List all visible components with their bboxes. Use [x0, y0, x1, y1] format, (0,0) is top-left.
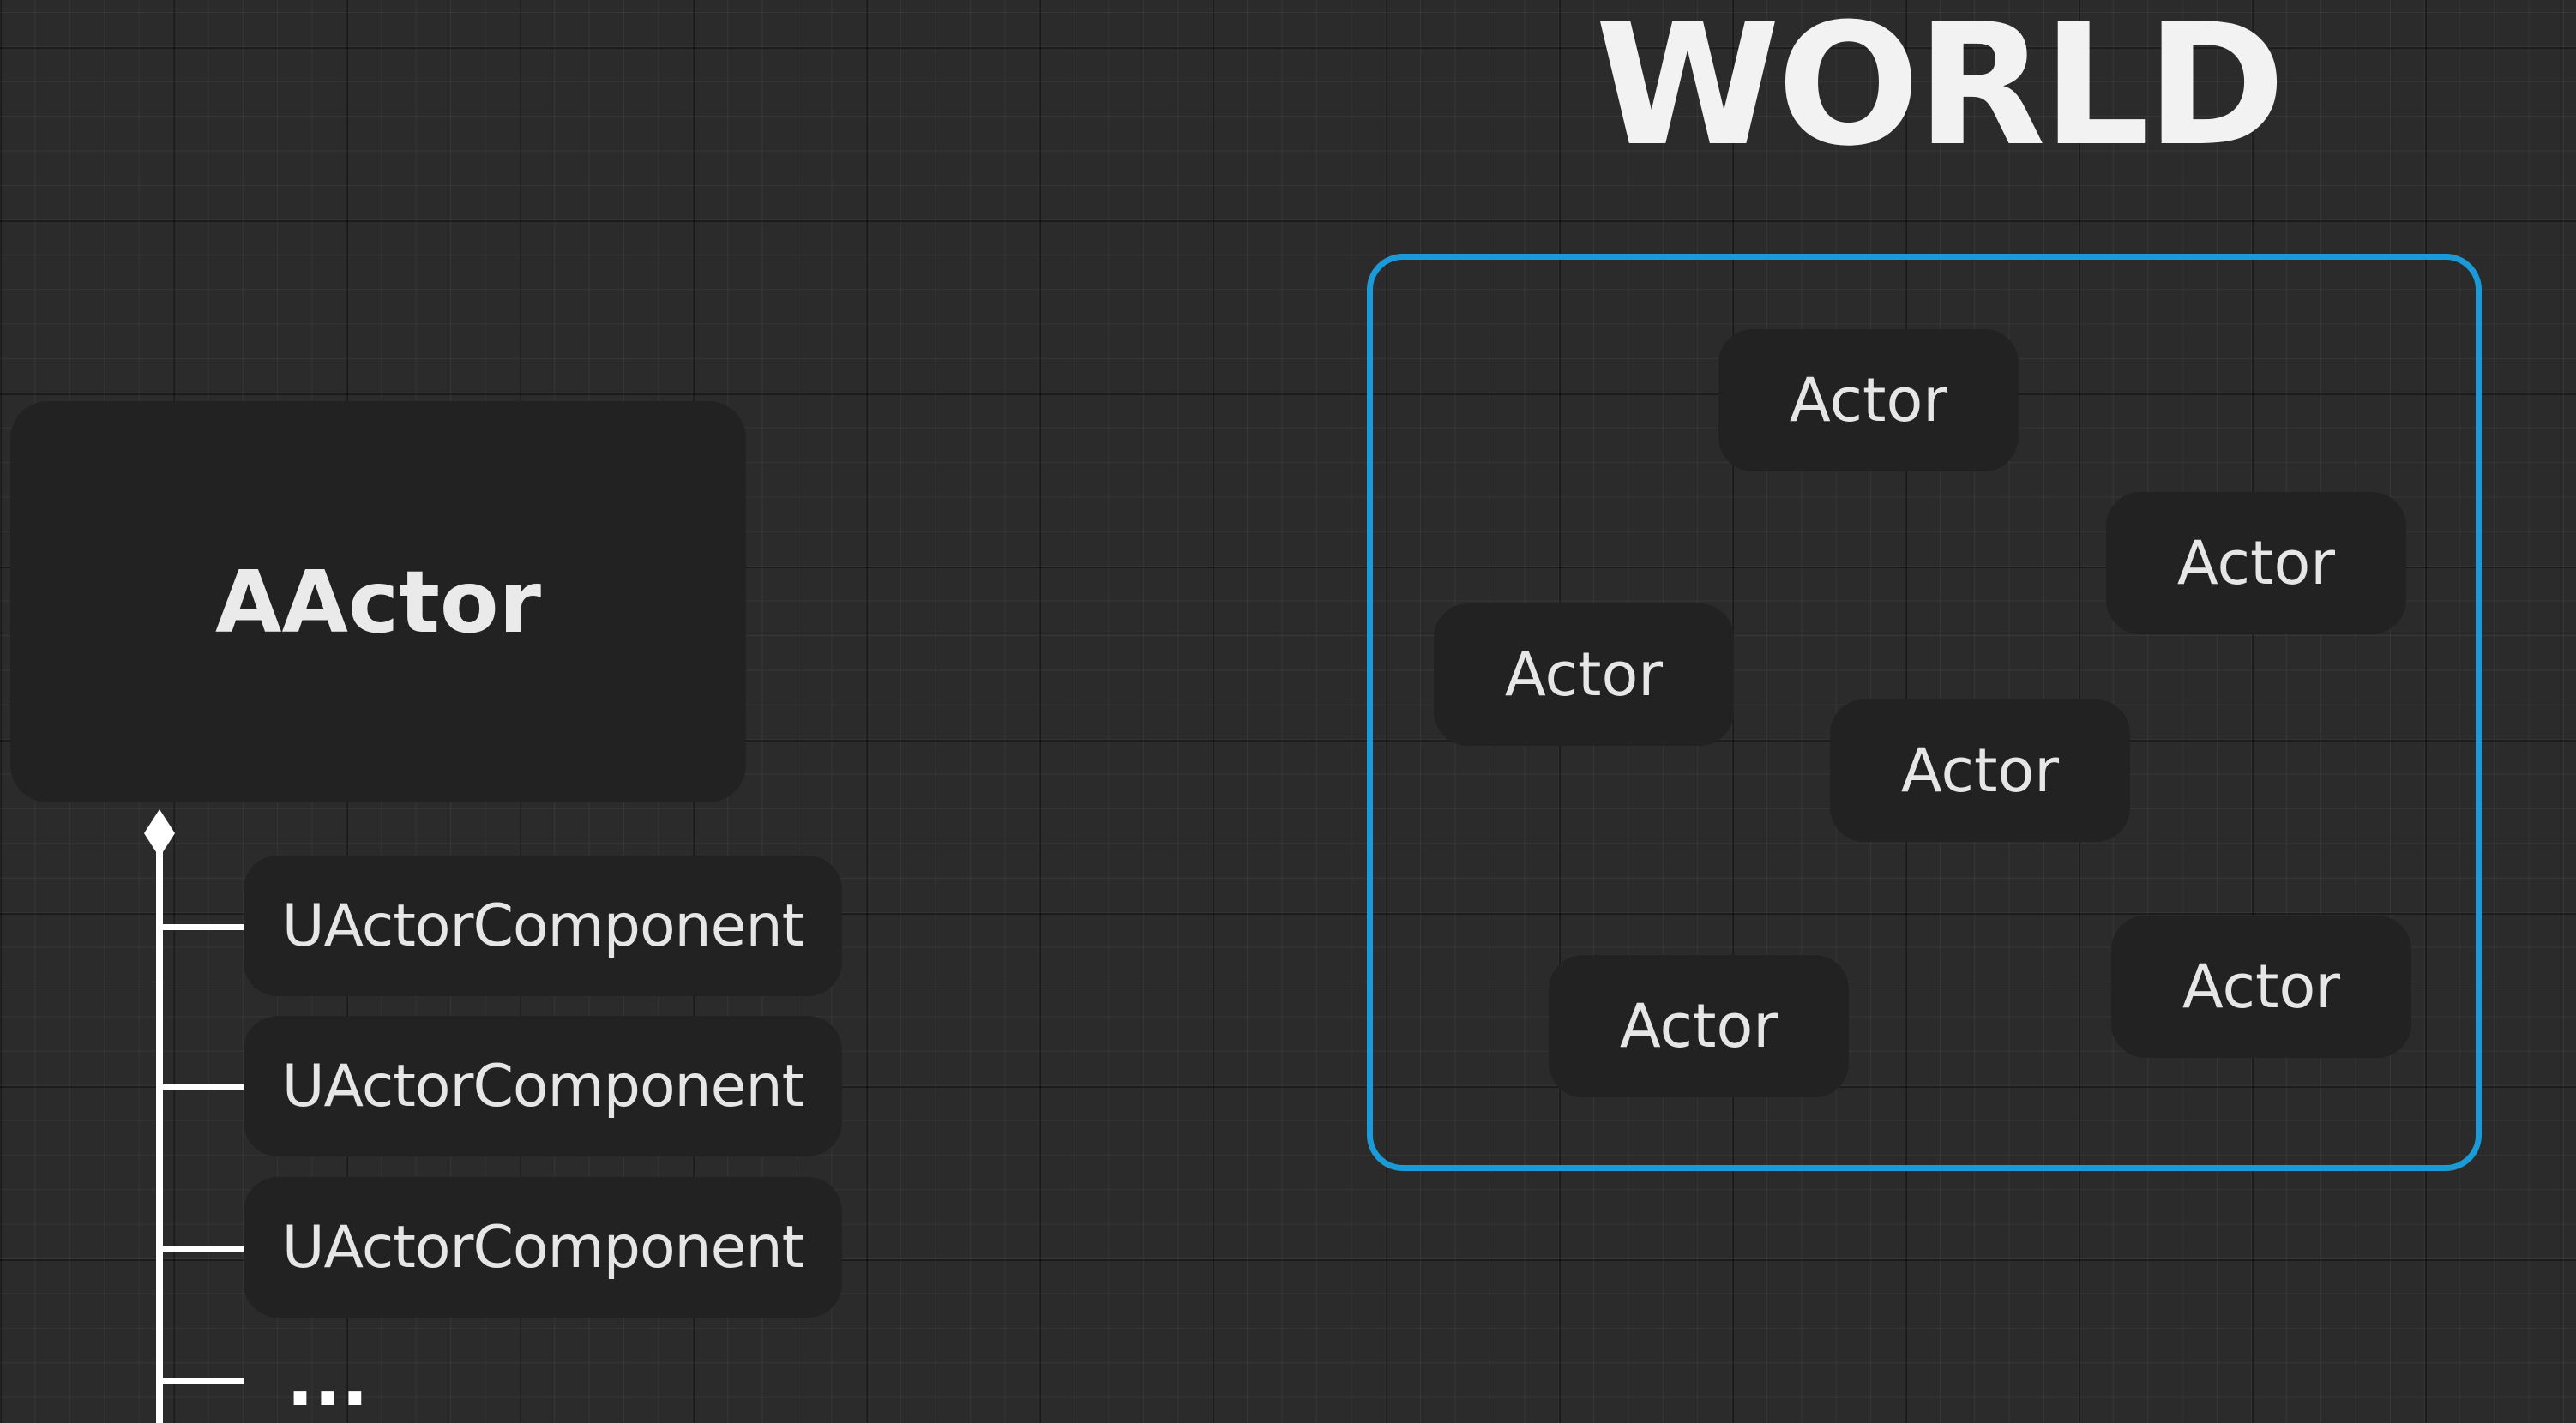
component-label: UActorComponent — [281, 892, 804, 960]
aactor-node: AActor — [10, 401, 746, 802]
composition-diamond-icon — [144, 809, 175, 857]
world-title: WORLD — [1595, 0, 2285, 183]
actor-node: Actor — [1830, 699, 2130, 842]
more-components-ellipsis: ... — [286, 1338, 369, 1422]
actor-label: Actor — [1504, 639, 1664, 710]
component-node: UActorComponent — [244, 1016, 842, 1156]
actor-label: Actor — [2182, 952, 2341, 1022]
tree-branch — [159, 1246, 244, 1252]
component-node: UActorComponent — [244, 856, 842, 996]
tree-branch — [159, 1084, 244, 1090]
actor-node: Actor — [2111, 916, 2411, 1058]
tree-branch — [159, 1378, 244, 1384]
actor-node: Actor — [1434, 603, 1734, 746]
actor-label: Actor — [1789, 365, 1948, 435]
actor-label: Actor — [1900, 736, 2060, 806]
actor-label: Actor — [1619, 991, 1779, 1061]
actor-node: Actor — [1549, 955, 1849, 1097]
actor-node: Actor — [2106, 492, 2406, 634]
tree-branch — [159, 924, 244, 930]
component-node: UActorComponent — [244, 1177, 842, 1318]
component-label: UActorComponent — [281, 1213, 804, 1282]
actor-label: Actor — [2176, 528, 2336, 598]
aactor-label: AActor — [215, 551, 541, 652]
component-tree-line — [156, 823, 163, 1423]
component-label: UActorComponent — [281, 1052, 804, 1120]
world-frame — [1367, 254, 2482, 1171]
actor-node: Actor — [1718, 329, 2019, 471]
